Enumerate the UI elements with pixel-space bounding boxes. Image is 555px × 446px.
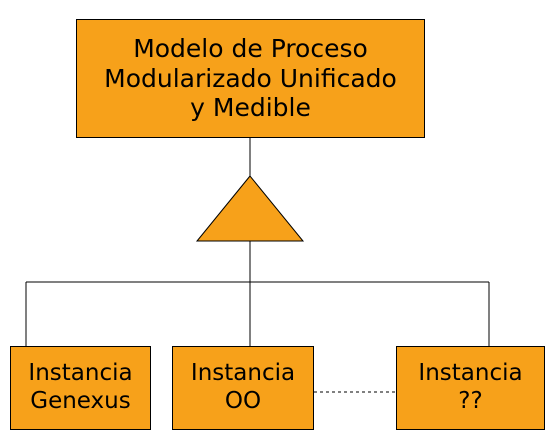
child-node-box-genexus: Instancia Genexus bbox=[10, 346, 151, 430]
child-node-box-oo: Instancia OO bbox=[172, 346, 314, 430]
child-node-label: Instancia ?? bbox=[418, 360, 523, 414]
child-node-box-unknown: Instancia ?? bbox=[396, 346, 545, 430]
root-node-box: Modelo de Proceso Modularizado Unificado… bbox=[76, 19, 425, 138]
root-node-label: Modelo de Proceso Modularizado Unificado… bbox=[104, 34, 397, 123]
child-node-label: Instancia OO bbox=[190, 360, 296, 414]
child-node-label: Instancia Genexus bbox=[28, 360, 133, 414]
generalization-triangle-icon bbox=[195, 175, 305, 242]
